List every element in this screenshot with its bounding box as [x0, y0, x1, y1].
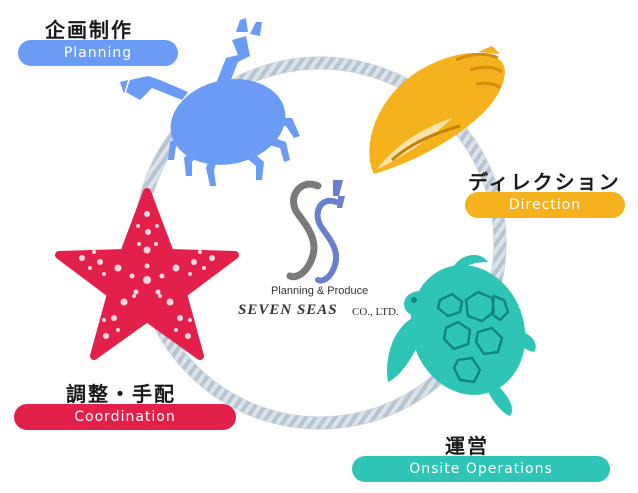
- turtle-icon: [387, 255, 536, 416]
- company-suffix: CO., LTD.: [352, 306, 399, 318]
- company-name: SEVEN SEAS: [238, 302, 338, 318]
- starfish-icon: [55, 188, 239, 360]
- stage-label-planning: Planning: [18, 40, 178, 66]
- stage-title-planning: 企画制作: [45, 18, 133, 42]
- stage-title-operations: 運営: [445, 434, 489, 458]
- stage-label-operations: Onsite Operations: [352, 456, 610, 482]
- seven-seas-logo-icon: [286, 180, 345, 284]
- stage-label-direction: Direction: [465, 192, 625, 218]
- stage-title-direction: ディレクション: [468, 170, 621, 194]
- stage-label-coordination: Coordination: [14, 404, 236, 430]
- shell-icon: [369, 46, 505, 174]
- stage-title-coordination: 調整・手配: [66, 382, 176, 406]
- crab-icon: [120, 18, 300, 186]
- company-tagline: Planning & Produce: [271, 285, 369, 297]
